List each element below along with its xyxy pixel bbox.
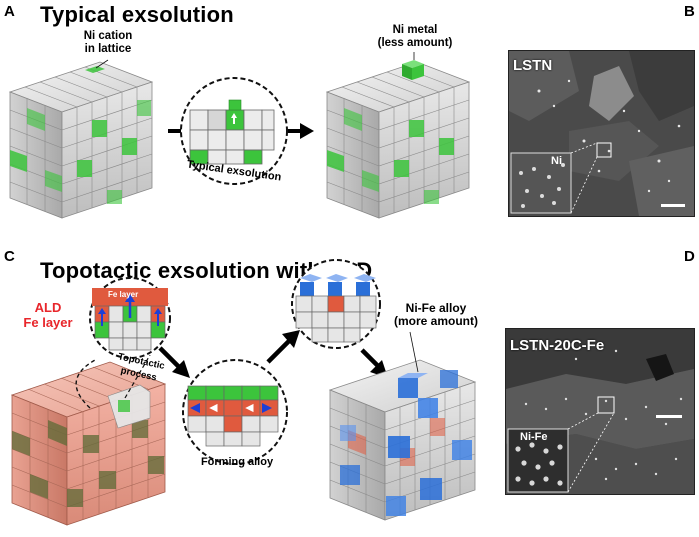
leader-ni-cation — [95, 59, 109, 69]
zoom-circle-typical — [180, 77, 288, 185]
ald-line2: Fe layer — [23, 315, 73, 330]
forming-alloy-label: Forming alloy — [200, 456, 274, 468]
ni-metal-line2: (less amount) — [377, 37, 453, 49]
ald-coated-cube — [10, 354, 167, 526]
ni-fe-alloy-label: Ni-Fe alloy (more amount) — [388, 302, 484, 328]
lattice-cube-exsolved — [325, 60, 471, 219]
ni-cation-line2: in lattice — [84, 43, 132, 55]
sem-image-lstn-20c-fe: LSTN-20C-Fe Ni-Fe — [505, 328, 695, 495]
zoom-circle-alloy — [291, 259, 381, 349]
ni-metal-particle — [402, 60, 424, 80]
ni-cation-label: Ni cation in lattice — [68, 30, 148, 56]
ni-metal-line1: Ni metal — [392, 24, 438, 36]
sem-texture-lstn — [509, 51, 694, 216]
zoom-circle-fe-layer — [89, 277, 171, 359]
panel-letter-a: A — [4, 3, 15, 20]
ald-line1: ALD — [34, 300, 62, 315]
sem-image-lstn: LSTN Ni — [508, 50, 695, 217]
arrow-c-up — [266, 330, 300, 364]
panel-letter-d: D — [684, 248, 695, 265]
zoom-circle-forming-alloy — [182, 359, 288, 465]
inset-label-ni: Ni — [551, 155, 562, 167]
sem-texture-lstn-20c-fe — [506, 329, 694, 494]
lattice-cube-initial — [8, 61, 154, 219]
panel-a-title: Typical exsolution — [40, 2, 234, 27]
alloy-particles — [340, 370, 472, 516]
panel-letter-c: C — [4, 248, 15, 265]
fe-layer-inner-label: Fe layer — [108, 290, 139, 299]
lattice-cube-alloy — [328, 331, 477, 521]
ni-cation-line1: Ni cation — [83, 30, 133, 42]
inset-label-ni-fe: Ni-Fe — [520, 431, 548, 443]
alloy-line1: Ni-Fe alloy — [405, 301, 467, 315]
alloy-line2: (more amount) — [394, 314, 478, 328]
ald-fe-layer-label: ALD Fe layer — [18, 300, 78, 330]
sem-label-lstn-20c-fe: LSTN-20C-Fe — [510, 337, 605, 354]
panel-letter-b: B — [684, 3, 695, 20]
sem-label-lstn: LSTN — [513, 57, 553, 74]
ni-metal-label: Ni metal (less amount) — [372, 24, 458, 50]
arrow-a-right — [284, 123, 314, 139]
arrow-c-down — [158, 346, 190, 378]
